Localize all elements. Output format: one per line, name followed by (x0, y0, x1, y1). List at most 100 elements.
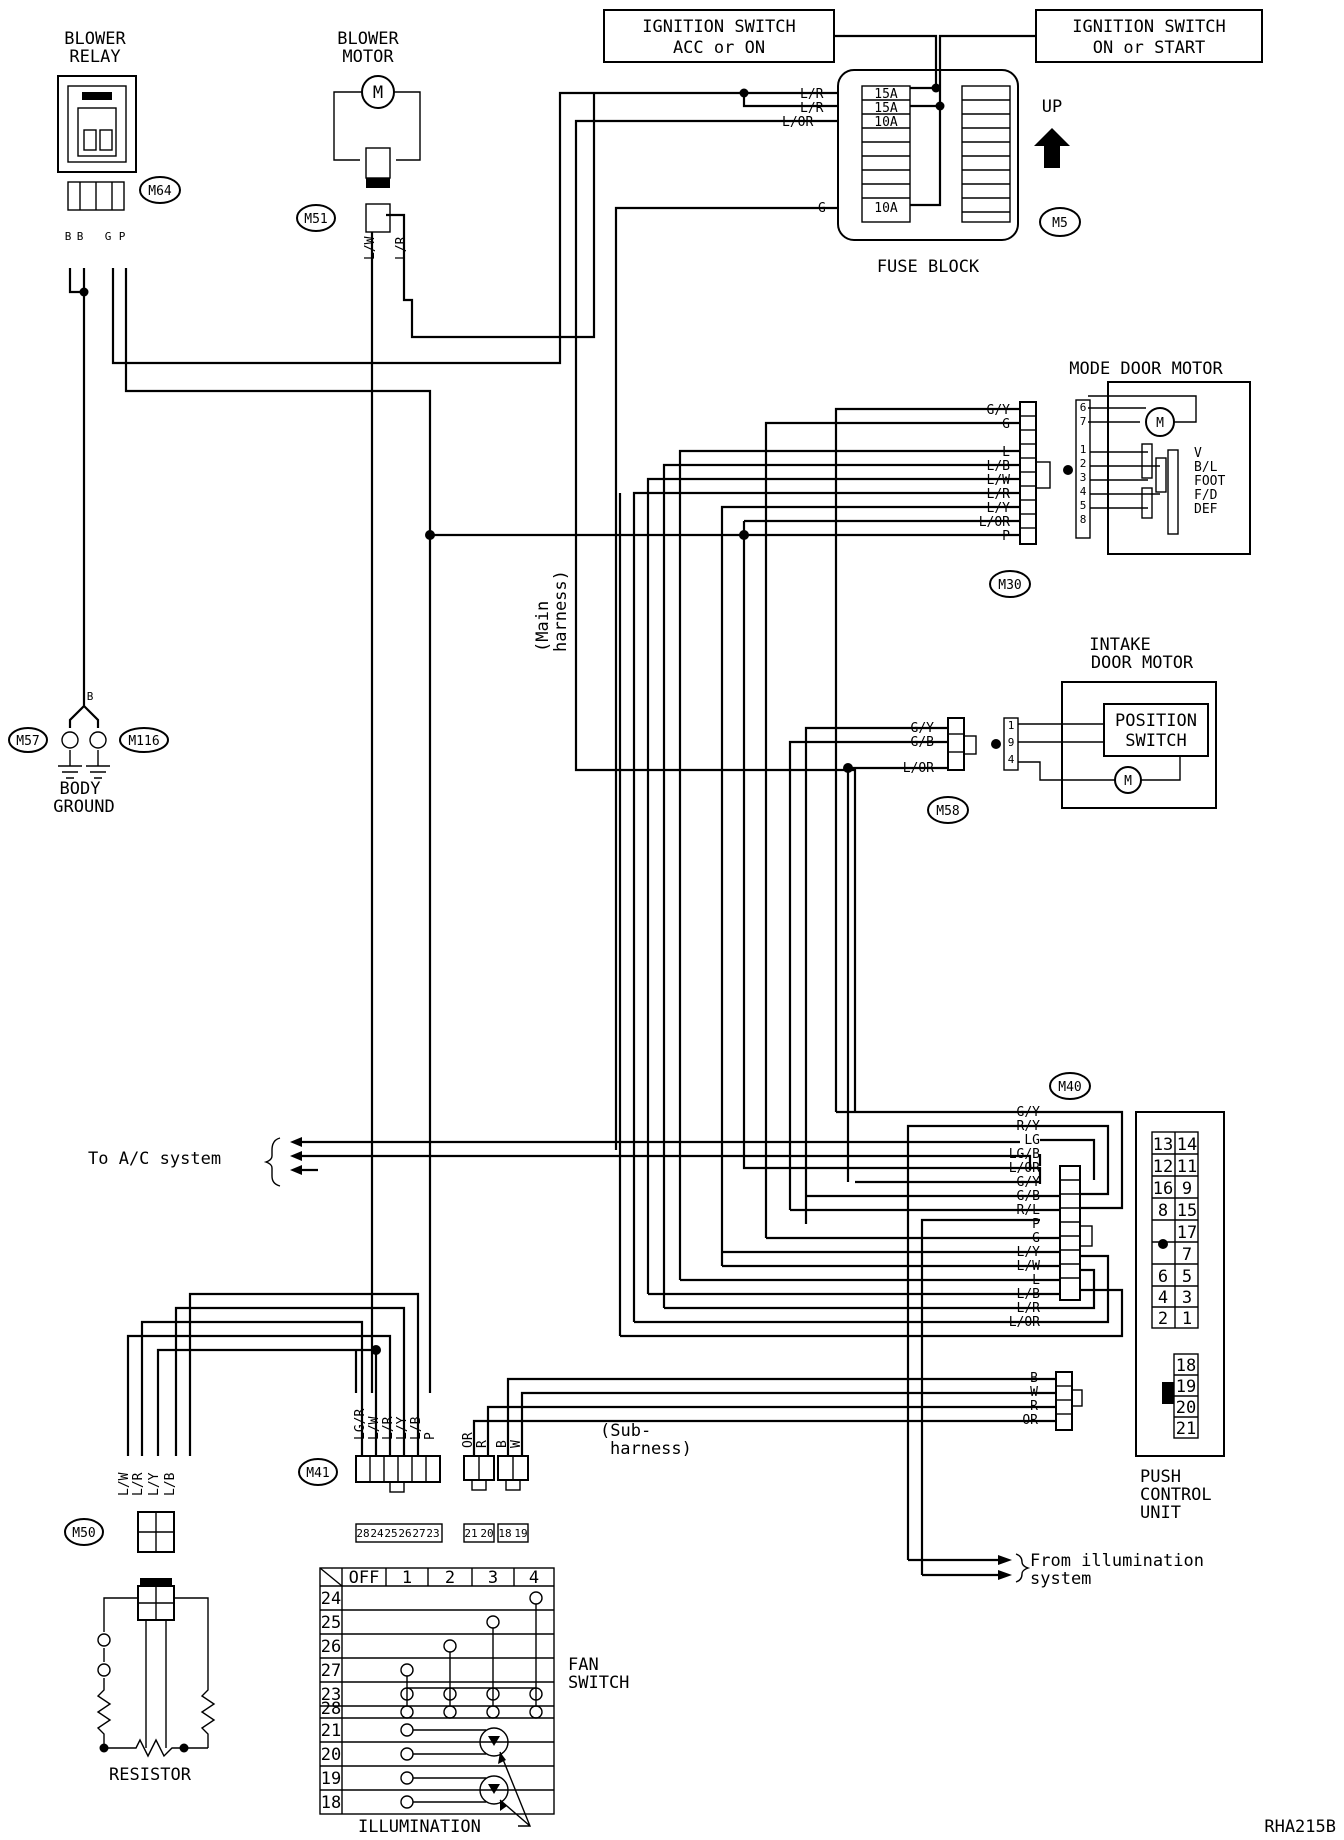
mode-wire-lb: L/B (987, 459, 1011, 474)
mode-pos-fd: F/D (1194, 488, 1218, 503)
blower-motor-line2: MOTOR (342, 47, 394, 67)
svg-text:M: M (1156, 416, 1164, 431)
fan-col: 2 (445, 1568, 455, 1588)
resistor-wire: L/W (117, 1472, 132, 1496)
mode-wire-ly: L/Y (987, 501, 1011, 516)
mode-wire-g: G (1002, 417, 1010, 432)
pcu-pin: 21 (1176, 1419, 1196, 1439)
fan-wire: P (423, 1432, 438, 1440)
pcu-pin: 19 (1176, 1377, 1196, 1397)
ignition-switch-acc: IGNITION SWITCH ACC or ON (603, 9, 835, 63)
pcu-line3: UNIT (1140, 1503, 1181, 1523)
illumination-label: ILLUMINATION (358, 1817, 481, 1837)
mode-wire-l: L (1002, 445, 1010, 460)
pcu-pin: 5 (1182, 1267, 1192, 1287)
illum-wire: W (509, 1440, 524, 1448)
pcu-line1: PUSH (1140, 1467, 1181, 1487)
fan-switch-connector: M41 LG/R L/W L/R L/Y L/B P 28 24 25 26 2… (298, 1409, 529, 1543)
body-ground-line1: BODY (60, 779, 101, 799)
mode-pos-foot: FOOT (1194, 474, 1225, 489)
fan-row: 19 (321, 1769, 341, 1789)
up-arrow-icon (1034, 128, 1070, 168)
ignition-on-line2: ON or START (1093, 38, 1206, 58)
fan-wire: L/B (409, 1416, 424, 1440)
relay-pin-4: P (119, 230, 126, 243)
illum-pin: 18 (498, 1527, 511, 1540)
fan-row: 28 (321, 1699, 341, 1719)
fan-col: 4 (529, 1568, 539, 1588)
pcu-wire: P (1032, 1217, 1040, 1232)
resistor-wire: L/R (131, 1472, 146, 1496)
fan-wire: L/R (381, 1416, 396, 1440)
sub-harness-line1: (Sub- (600, 1421, 651, 1441)
intake-connector: M58 (936, 804, 959, 819)
blower-motor-connector: M51 (304, 212, 327, 227)
blower-motor: BLOWER MOTOR M M51 L/W L/R (296, 29, 421, 260)
pcu-pin: 2 (1158, 1309, 1168, 1329)
mode-wire-lor: L/OR (979, 515, 1010, 530)
pcu-line2: CONTROL (1140, 1485, 1212, 1505)
blower-wire-lw: L/W (363, 236, 378, 260)
fuse-15a-2: 15A (874, 101, 898, 116)
position-switch-line2: SWITCH (1125, 731, 1186, 751)
pcu-pin: 14 (1177, 1135, 1197, 1155)
intake-pin-1: 1 (1008, 719, 1015, 732)
blower-relay-connector: M64 (148, 184, 172, 199)
fuse-15a-1: 15A (874, 87, 898, 102)
fan-col: OFF (349, 1568, 380, 1588)
illum-wire: B (495, 1440, 510, 1448)
pcu-pin: 17 (1177, 1223, 1197, 1243)
arrow-right-icon (998, 1570, 1012, 1580)
fan-connector: M41 (306, 1466, 329, 1481)
pcu-pin-grid: 13 14 12 11 16 9 8 15 17 7 6 5 4 3 2 1 (1151, 1131, 1199, 1329)
fan-pin: 28 (356, 1527, 369, 1540)
up-label: UP (1042, 97, 1062, 117)
mode-pos-v: V (1194, 446, 1202, 461)
mode-door-motor: MODE DOOR MOTOR M 6 7 1 2 3 4 5 8 V B/L … (989, 359, 1251, 598)
from-illum-line2: system (1030, 1569, 1091, 1589)
fuse-10a-1: 10A (874, 115, 898, 130)
pcu-wire: LG (1024, 1133, 1040, 1148)
fan-pin: 24 (370, 1527, 384, 1540)
pcu-pin-grid-2: 18 19 20 21 (1162, 1353, 1199, 1439)
svg-text:M: M (1124, 774, 1132, 789)
fan-pin: 23 (426, 1527, 439, 1540)
fan-wire: L/W (367, 1416, 382, 1440)
blower-relay: BLOWER RELAY M64 B B G P (57, 29, 181, 243)
mode-pos-bl: B/L (1194, 460, 1218, 475)
arrow-right-icon (998, 1555, 1012, 1565)
mode-pin-6: 6 (1080, 401, 1087, 414)
pcu-pin: 3 (1182, 1288, 1192, 1308)
fuse-block-label: FUSE BLOCK (877, 257, 980, 277)
pcu-pin: 6 (1158, 1267, 1168, 1287)
pcu-pin: 4 (1158, 1288, 1168, 1308)
arrow-left-icon (290, 1137, 302, 1147)
ignition-switch-on: IGNITION SWITCH ON or START (1035, 9, 1263, 63)
illum-pin: 21 (464, 1527, 477, 1540)
resistor: L/W L/R L/Y L/B M50 RESISTOR (64, 1472, 216, 1785)
pcu-connector: M40 (1058, 1080, 1081, 1095)
fan-row: 20 (321, 1745, 341, 1765)
mode-wire-gy: G/Y (987, 403, 1011, 418)
illum-wire: OR (461, 1432, 476, 1448)
fuse-block-connector: M5 (1052, 216, 1068, 231)
figure-code: RHA215B (1264, 1817, 1336, 1837)
fan-pin: 27 (412, 1527, 425, 1540)
fuse-block: 15A 15A 10A 10A FUSE BLOCK M5 UP (837, 69, 1081, 277)
fuse-10a-2: 10A (874, 201, 898, 216)
pcu-pin: 16 (1153, 1179, 1173, 1199)
fan-pin: 25 (384, 1527, 397, 1540)
resistor-wire: L/Y (147, 1472, 162, 1496)
blower-wire-lr: L/R (394, 236, 409, 260)
resistor-wire: L/B (163, 1472, 178, 1496)
relay-pin-1: B (65, 230, 72, 243)
fan-row: 21 (321, 1721, 341, 1741)
fan-row: 24 (321, 1589, 341, 1609)
intake-pin-4: 4 (1008, 753, 1015, 766)
fan-switch-line1: FAN (568, 1655, 599, 1675)
blower-motor-line1: BLOWER (337, 29, 399, 49)
push-control-unit: M40 13 14 12 11 16 9 8 15 17 7 6 5 (1049, 1072, 1225, 1523)
pcu-wire: L/OR (1009, 1161, 1040, 1176)
relay-pin-2: B (77, 230, 84, 243)
